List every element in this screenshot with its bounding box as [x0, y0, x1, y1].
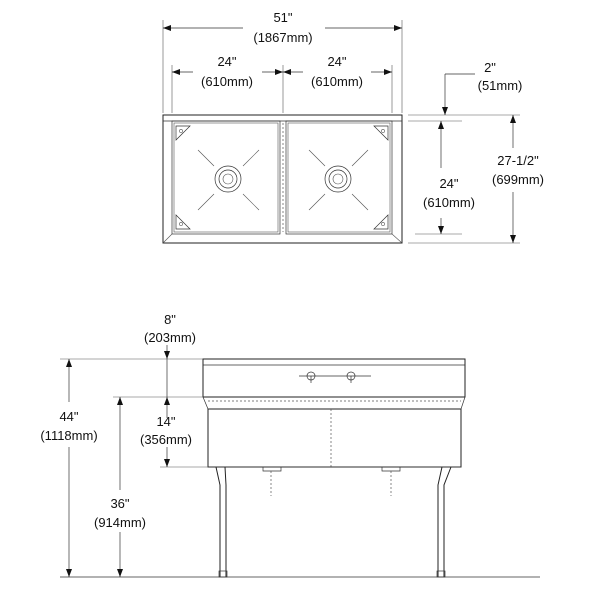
- sink-bowls: [207, 408, 462, 496]
- right-bowl-width-imperial: 24": [327, 54, 346, 69]
- rim-height-dimension: 36" (914mm): [94, 397, 146, 577]
- rim-height-imperial: 36": [110, 496, 129, 511]
- sink-plan-outline: [162, 114, 403, 244]
- sink-legs: [215, 466, 452, 578]
- left-bowl-corner-brackets: [175, 125, 191, 230]
- left-bowl-width-metric: (610mm): [201, 74, 253, 89]
- right-bowl-corner-brackets: [373, 125, 389, 230]
- overall-width-imperial: 51": [273, 10, 292, 25]
- right-bowl-width-dimension: 24" (610mm): [283, 54, 392, 89]
- backsplash-height-metric: (203mm): [144, 330, 196, 345]
- overall-depth-imperial: 27-1/2": [497, 153, 539, 168]
- bowl-height-metric: (356mm): [140, 432, 192, 447]
- overall-depth-dimension: 27-1/2" (699mm): [492, 115, 544, 243]
- bowl-height-imperial: 14": [156, 414, 175, 429]
- bowl-height-dimension: 14" (356mm): [140, 410, 192, 467]
- plan-view: 51" (1867mm) 24" (610mm) 24" (610mm): [162, 10, 544, 244]
- rim-height-metric: (914mm): [94, 515, 146, 530]
- backsplash-depth-imperial: 2": [484, 60, 496, 75]
- left-bowl-width-dimension: 24" (610mm): [172, 54, 283, 89]
- overall-depth-metric: (699mm): [492, 172, 544, 187]
- right-drain-icon: [308, 149, 369, 211]
- sink-rim: [202, 396, 466, 410]
- left-drain-icon: [197, 149, 260, 211]
- backsplash-height-dimension: 8" (203mm): [144, 312, 196, 410]
- overall-height-dimension: 44" (1118mm): [40, 359, 98, 577]
- right-bowl-width-metric: (610mm): [311, 74, 363, 89]
- overall-width-metric: (1867mm): [253, 30, 312, 45]
- left-bowl-width-imperial: 24": [217, 54, 236, 69]
- front-view: 8" (203mm) 14" (356mm) 44" (1118mm) 36": [40, 312, 540, 578]
- backsplash-height-imperial: 8": [164, 312, 176, 327]
- bowl-depth-dimension: 24" (610mm): [423, 121, 475, 234]
- overall-width-dimension: 51" (1867mm): [163, 10, 402, 45]
- backsplash: [202, 358, 466, 398]
- overall-height-metric: (1118mm): [40, 428, 97, 443]
- bowl-depth-metric: (610mm): [423, 195, 475, 210]
- overall-height-imperial: 44": [59, 409, 78, 424]
- backsplash-depth-metric: (51mm): [478, 78, 523, 93]
- backsplash-depth-dimension: 2" (51mm): [442, 60, 522, 115]
- bowl-depth-imperial: 24": [439, 176, 458, 191]
